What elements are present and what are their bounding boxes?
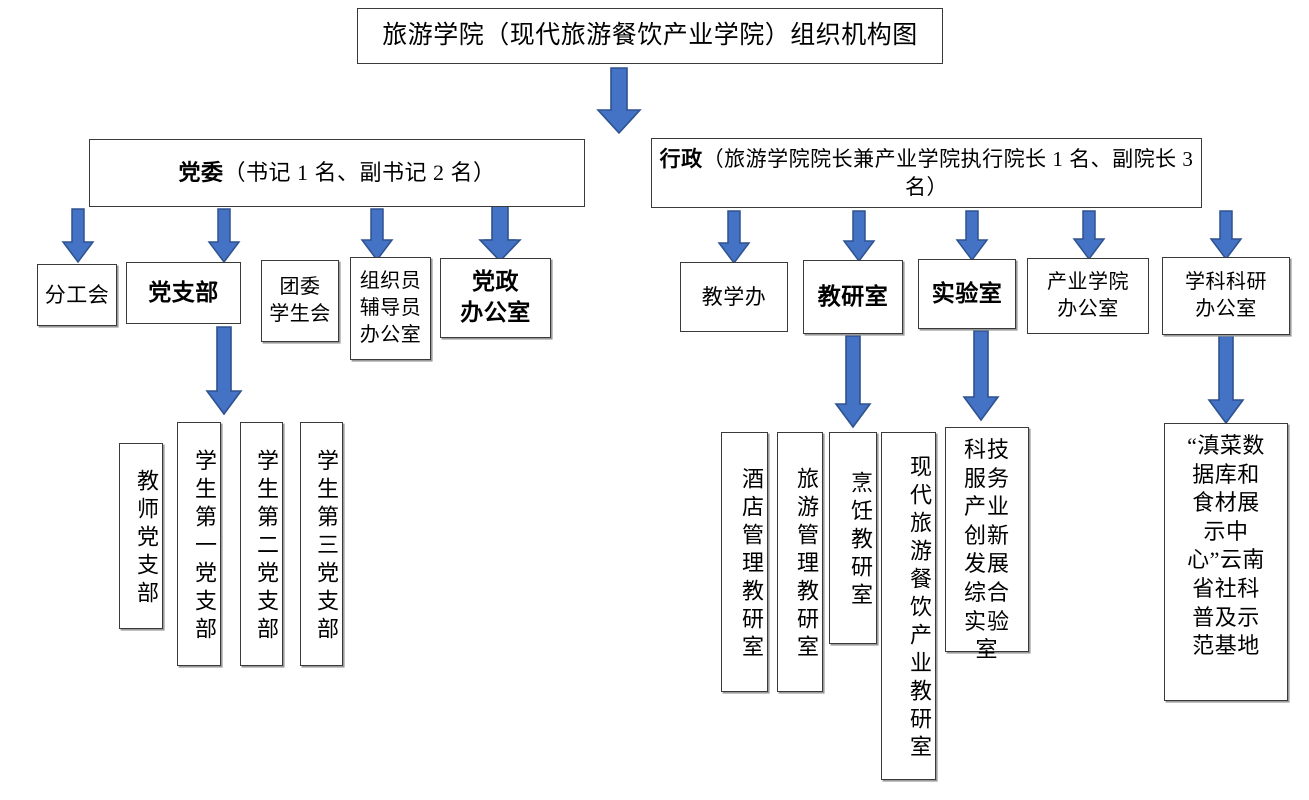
box-tuanwei-xueshenghui[interactable]: 团委学生会 <box>261 260 339 342</box>
box-fengonghui-label: 分工会 <box>44 282 110 307</box>
box-zuzhiyuan-fudaoyuan-office-label: 组织员辅导员办公室 <box>359 270 422 346</box>
box-dangzheng-office-label: 党政办公室 <box>460 269 531 325</box>
down-block-arrow-icon <box>1072 210 1106 261</box>
box-student-party-branch-3[interactable]: 学生第三党支部 <box>300 422 343 666</box>
down-block-arrow-icon <box>478 204 522 263</box>
down-block-arrow-icon <box>834 335 872 429</box>
box-dangzhibu-label: 党支部 <box>148 279 219 305</box>
down-block-arrow-icon <box>842 210 876 263</box>
down-block-arrow-icon <box>1207 335 1245 425</box>
box-dangzheng-office[interactable]: 党政办公室 <box>440 258 551 338</box>
box-culinary-teaching-room[interactable]: 烹饪教研室 <box>829 432 877 644</box>
box-chanye-xueyuan-office[interactable]: 产业学院办公室 <box>1027 258 1149 334</box>
box-hotel-management-teaching-room[interactable]: 酒店管理教研室 <box>721 432 768 692</box>
down-block-arrow-icon <box>207 208 241 264</box>
box-modern-tourism-catering-teaching-room-label: 现代旅游餐饮产业教研室 <box>907 455 932 763</box>
box-jiaoxueban-label: 教学办 <box>701 284 767 309</box>
box-modern-tourism-catering-teaching-room[interactable]: 现代旅游餐饮产业教研室 <box>881 432 936 780</box>
down-block-arrow-icon <box>61 208 95 264</box>
down-block-arrow-icon <box>962 330 1000 422</box>
box-student-party-branch-3-label: 学生第三党支部 <box>314 449 339 645</box>
administration-head: 行政 <box>659 146 703 171</box>
box-diancai-database-base[interactable]: “滇菜数据库和食材展示中心”云南省社科普及示范基地 <box>1164 423 1288 701</box>
down-block-arrow-icon <box>717 210 751 265</box>
box-tourism-management-teaching-room-label: 旅游管理教研室 <box>794 467 819 663</box>
down-block-arrow-icon <box>1209 210 1243 261</box>
party-committee-label: 党委（书记 1 名、副书记 2 名） <box>90 158 584 187</box>
box-jiaoshi-party-branch[interactable]: 教师党支部 <box>119 443 163 629</box>
party-committee-head: 党委 <box>178 160 224 186</box>
box-jiaoshi-party-branch-label: 教师党支部 <box>134 469 159 609</box>
box-shiyanshi[interactable]: 实验室 <box>918 259 1016 329</box>
box-hotel-management-teaching-room-label: 酒店管理教研室 <box>739 467 764 663</box>
box-shiyanshi-label: 实验室 <box>931 280 1003 306</box>
box-student-party-branch-1-label: 学生第一党支部 <box>192 449 217 645</box>
box-jiaoxueban[interactable]: 教学办 <box>680 262 788 332</box>
down-block-arrow-icon <box>205 326 243 416</box>
box-jiaoyanshi-label: 教研室 <box>817 283 889 309</box>
box-diancai-database-base-label: “滇菜数据库和食材展示中心”云南省社科普及示范基地 <box>1187 433 1265 659</box>
administration-label: 行政（旅游学院院长兼产业学院执行院长 1 名、副院长 3 名） <box>658 145 1195 201</box>
box-chanye-xueyuan-office-label: 产业学院办公室 <box>1047 271 1129 320</box>
down-block-arrow-icon <box>955 210 989 262</box>
box-innovation-lab-label: 科技服务产业创新发展综合实验室 <box>963 437 1010 663</box>
box-zuzhiyuan-fudaoyuan-office[interactable]: 组织员辅导员办公室 <box>350 257 431 360</box>
administration-box[interactable]: 行政（旅游学院院长兼产业学院执行院长 1 名、副院长 3 名） <box>651 138 1202 208</box>
box-fengonghui[interactable]: 分工会 <box>37 264 117 326</box>
party-committee-box[interactable]: 党委（书记 1 名、副书记 2 名） <box>89 139 585 207</box>
box-innovation-lab[interactable]: 科技服务产业创新发展综合实验室 <box>945 427 1029 662</box>
box-tuanwei-xueshenghui-label: 团委学生会 <box>269 276 331 325</box>
chart-title-text: 旅游学院（现代旅游餐饮产业学院）组织机构图 <box>382 22 918 50</box>
box-student-party-branch-1[interactable]: 学生第一党支部 <box>177 422 221 666</box>
box-xueke-keyan-office[interactable]: 学科科研办公室 <box>1162 257 1290 335</box>
chart-title-box: 旅游学院（现代旅游餐饮产业学院）组织机构图 <box>357 8 943 64</box>
down-block-arrow-icon <box>360 208 394 262</box>
administration-detail: （旅游学院院长兼产业学院执行院长 1 名、副院长 3 名） <box>702 146 1194 199</box>
box-student-party-branch-2[interactable]: 学生第二党支部 <box>240 422 283 666</box>
box-jiaoyanshi[interactable]: 教研室 <box>803 260 903 334</box>
down-block-arrow-icon <box>596 67 642 135</box>
party-committee-detail: （书记 1 名、副书记 2 名） <box>223 160 496 186</box>
box-dangzhibu[interactable]: 党支部 <box>126 262 241 324</box>
box-culinary-teaching-room-label: 烹饪教研室 <box>848 471 873 611</box>
box-tourism-management-teaching-room[interactable]: 旅游管理教研室 <box>777 432 823 692</box>
box-xueke-keyan-office-label: 学科科研办公室 <box>1185 271 1267 320</box>
box-student-party-branch-2-label: 学生第二党支部 <box>254 449 279 645</box>
